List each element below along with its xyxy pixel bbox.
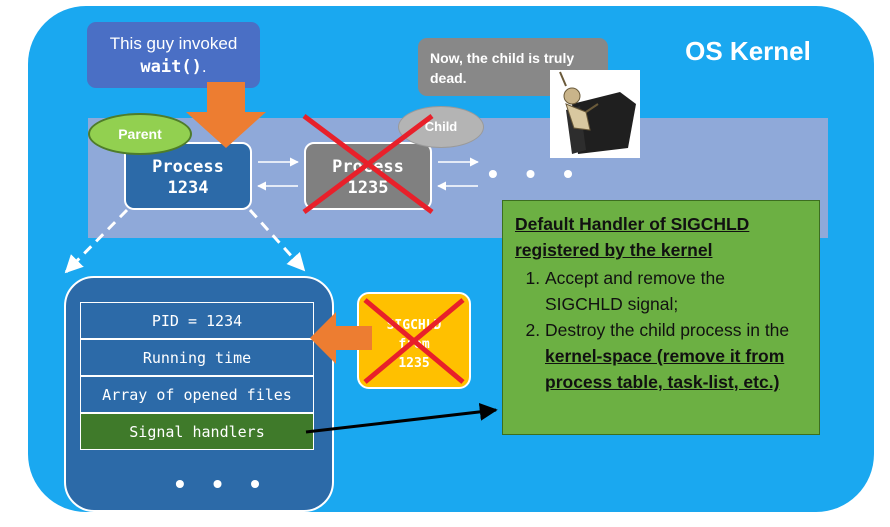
wait-callout-text: This guy invoked bbox=[109, 34, 238, 53]
pcb-row-opened-files: Array of opened files bbox=[80, 376, 314, 413]
handler-step-2-text: Destroy the child process in the bbox=[545, 320, 790, 340]
handler-step-2: Destroy the child process in the kernel-… bbox=[545, 317, 807, 395]
wait-callout-suffix: . bbox=[201, 57, 207, 76]
dead-callout: Now, the child is truly dead. bbox=[418, 38, 608, 96]
handler-step-1: Accept and remove the SIGCHLD signal; bbox=[545, 265, 807, 317]
process-child-pid: 1235 bbox=[347, 178, 389, 198]
child-cross-icon bbox=[302, 114, 434, 214]
pcb-dashed-arrows bbox=[64, 208, 306, 274]
wait-callout: This guy invoked wait(). bbox=[87, 22, 260, 88]
child-bubble: Child bbox=[398, 106, 484, 148]
handler-step-2-bold: kernel-space (remove it from process tab… bbox=[545, 346, 785, 392]
wait-callout-code: wait() bbox=[140, 57, 202, 77]
process-parent: Process 1234 bbox=[124, 142, 252, 210]
handler-title: Default Handler of SIGCHLD registered by… bbox=[515, 214, 750, 260]
pcb-row-signal-handlers: Signal handlers bbox=[80, 413, 314, 450]
process-list-ellipsis: • • • bbox=[488, 158, 583, 189]
signal-cross-icon bbox=[363, 298, 465, 384]
parent-bubble: Parent bbox=[88, 113, 192, 155]
handler-steps: Accept and remove the SIGCHLD signal; De… bbox=[515, 265, 807, 395]
handler-pointer-arrow bbox=[305, 402, 498, 434]
pcb-row-running-time: Running time bbox=[80, 339, 314, 376]
process-parent-label: Process bbox=[152, 157, 224, 177]
pcb-ellipsis: • • • bbox=[175, 468, 270, 499]
process-link-arrows bbox=[257, 157, 479, 191]
wait-arrow-icon bbox=[186, 82, 266, 148]
process-parent-pid: 1234 bbox=[167, 178, 209, 198]
signal-arrow-icon bbox=[310, 312, 372, 364]
default-handler-box: Default Handler of SIGCHLD registered by… bbox=[502, 200, 820, 435]
pcb-row-pid: PID = 1234 bbox=[80, 302, 314, 339]
coffin-skeleton-icon bbox=[550, 70, 640, 158]
kernel-label: OS Kernel bbox=[685, 36, 811, 66]
sigchld-line3: 1235 bbox=[398, 356, 430, 371]
